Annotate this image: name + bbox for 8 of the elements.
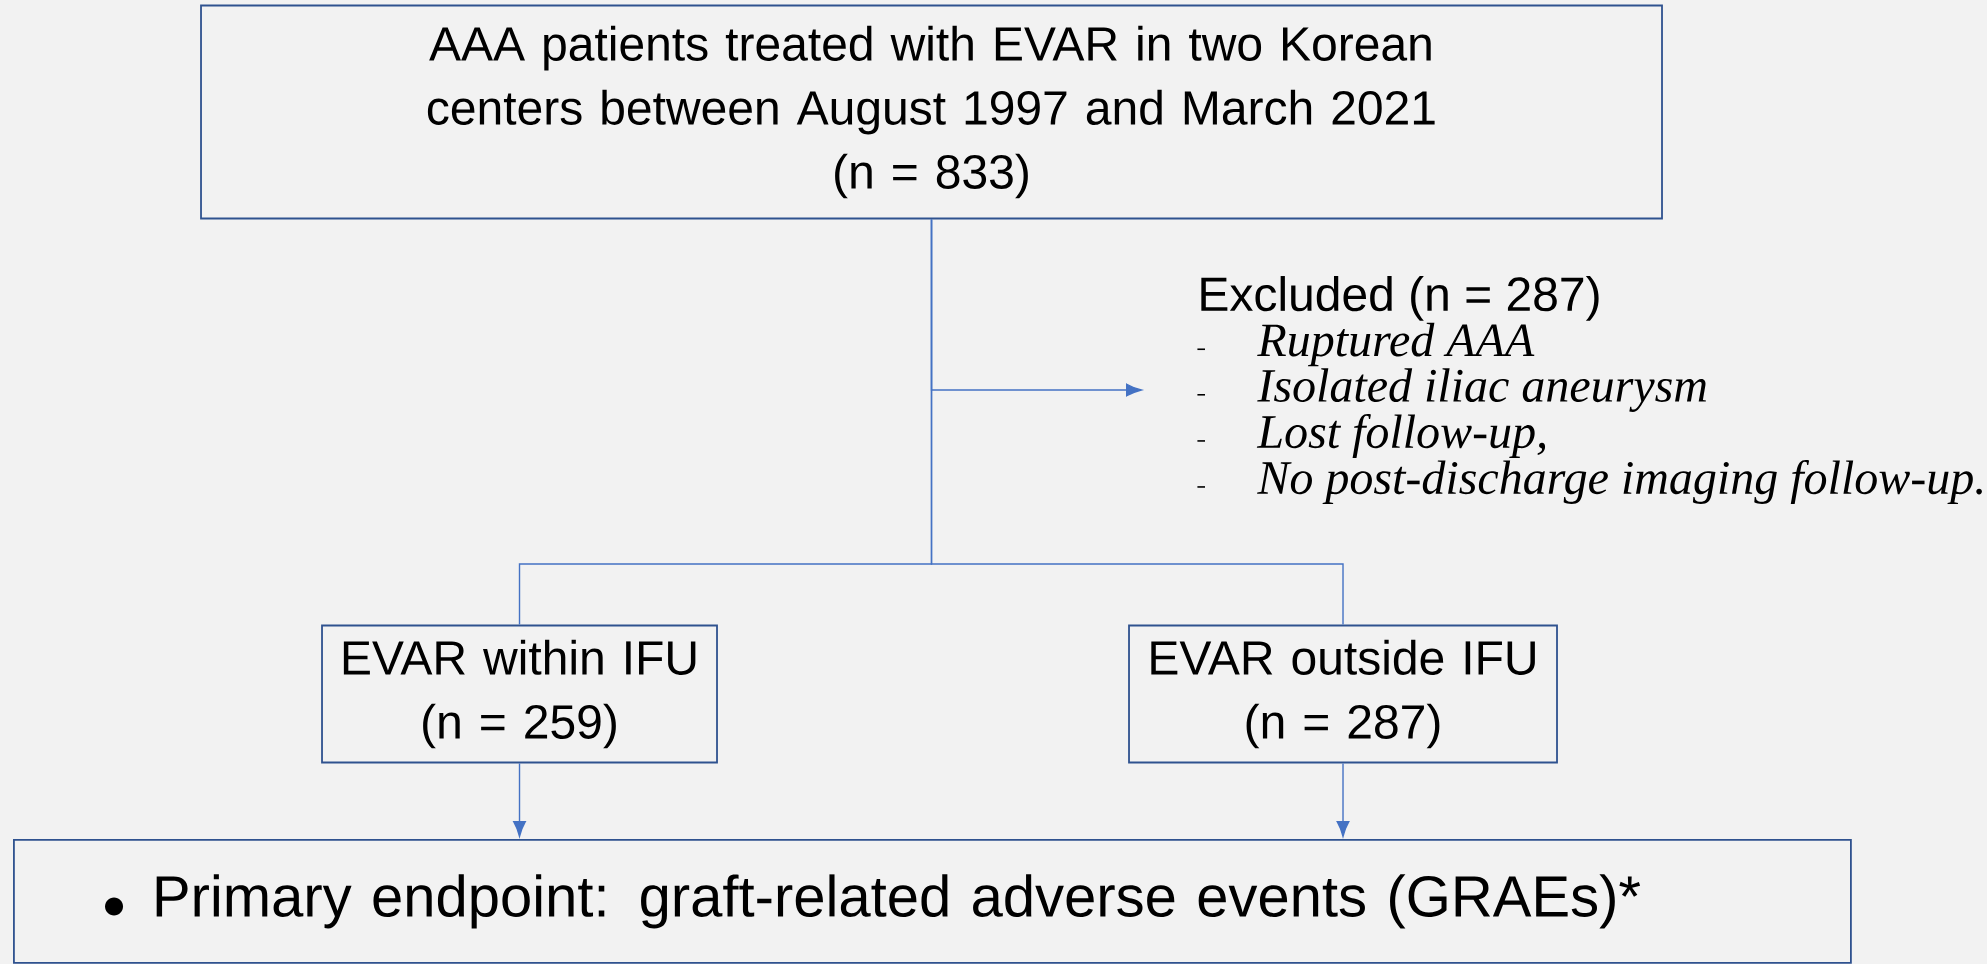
connector	[1336, 762, 1350, 837]
top-box: AAA patients treated with EVAR in two Korean centers between August 1997 and March 2021 (n = 833)	[200, 4, 1663, 220]
connector	[513, 762, 526, 837]
exclusion-list: Excluded (n = 287) Ruptured AAA Isolated iliac aneurysm Lost follow-up, No post-discharge imaging follow-up.	[1196, 276, 1982, 504]
group-box: EVAR outside IFU (n = 287)	[1128, 624, 1558, 764]
group-box: EVAR within IFU (n = 259)	[321, 624, 718, 764]
endpoint-box: Primary endpoint: graft-related adverse events (GRAEs)*	[13, 839, 1852, 964]
connector	[930, 218, 1344, 626]
